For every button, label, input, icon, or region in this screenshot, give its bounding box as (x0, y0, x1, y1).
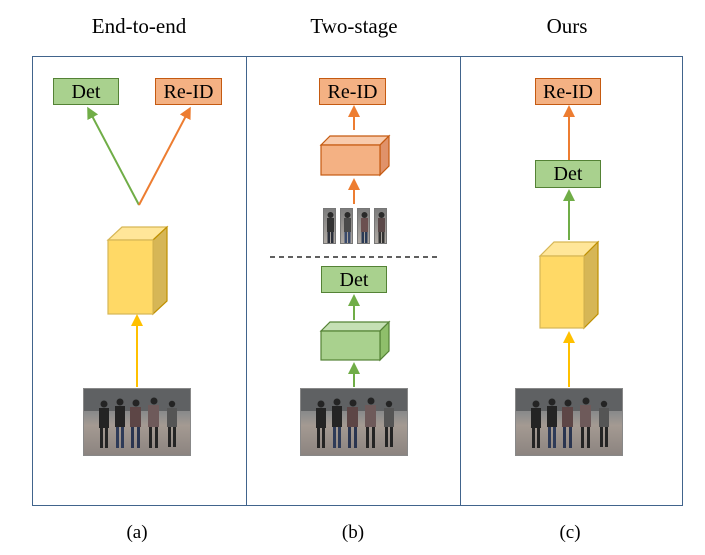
det-cuboid-b (319, 320, 391, 362)
person-crop-3 (357, 208, 370, 244)
column-title-ours: Ours (546, 14, 588, 38)
caption-a: (a) (126, 522, 148, 543)
panel-divider-2 (460, 56, 461, 506)
det-box-a: Det (53, 78, 119, 105)
column-title-two-stage: Two-stage (310, 14, 398, 38)
reid-box-c: Re-ID (535, 78, 601, 105)
column-title-end-to-end: End-to-end (91, 14, 187, 38)
caption-b: (b) (341, 522, 365, 543)
person-crop-2 (340, 208, 353, 244)
person-crop-4 (374, 208, 387, 244)
backbone-cuboid-a (106, 225, 169, 316)
reid-cuboid-b (319, 134, 391, 177)
panel-divider-1 (246, 56, 247, 506)
arrow-a-to-reid (138, 106, 191, 206)
backbone-cuboid-c (538, 240, 600, 330)
caption-c: (c) (559, 522, 581, 543)
reid-box-a: Re-ID (155, 78, 222, 105)
det-box-c: Det (535, 160, 601, 188)
det-box-b: Det (321, 266, 387, 293)
person-crop-1 (323, 208, 336, 244)
input-image-a (83, 388, 191, 456)
input-image-b (300, 388, 408, 456)
input-image-c (515, 388, 623, 456)
reid-box-b: Re-ID (319, 78, 386, 105)
diagram-frame (32, 56, 683, 506)
arrow-a-to-det (87, 106, 140, 206)
